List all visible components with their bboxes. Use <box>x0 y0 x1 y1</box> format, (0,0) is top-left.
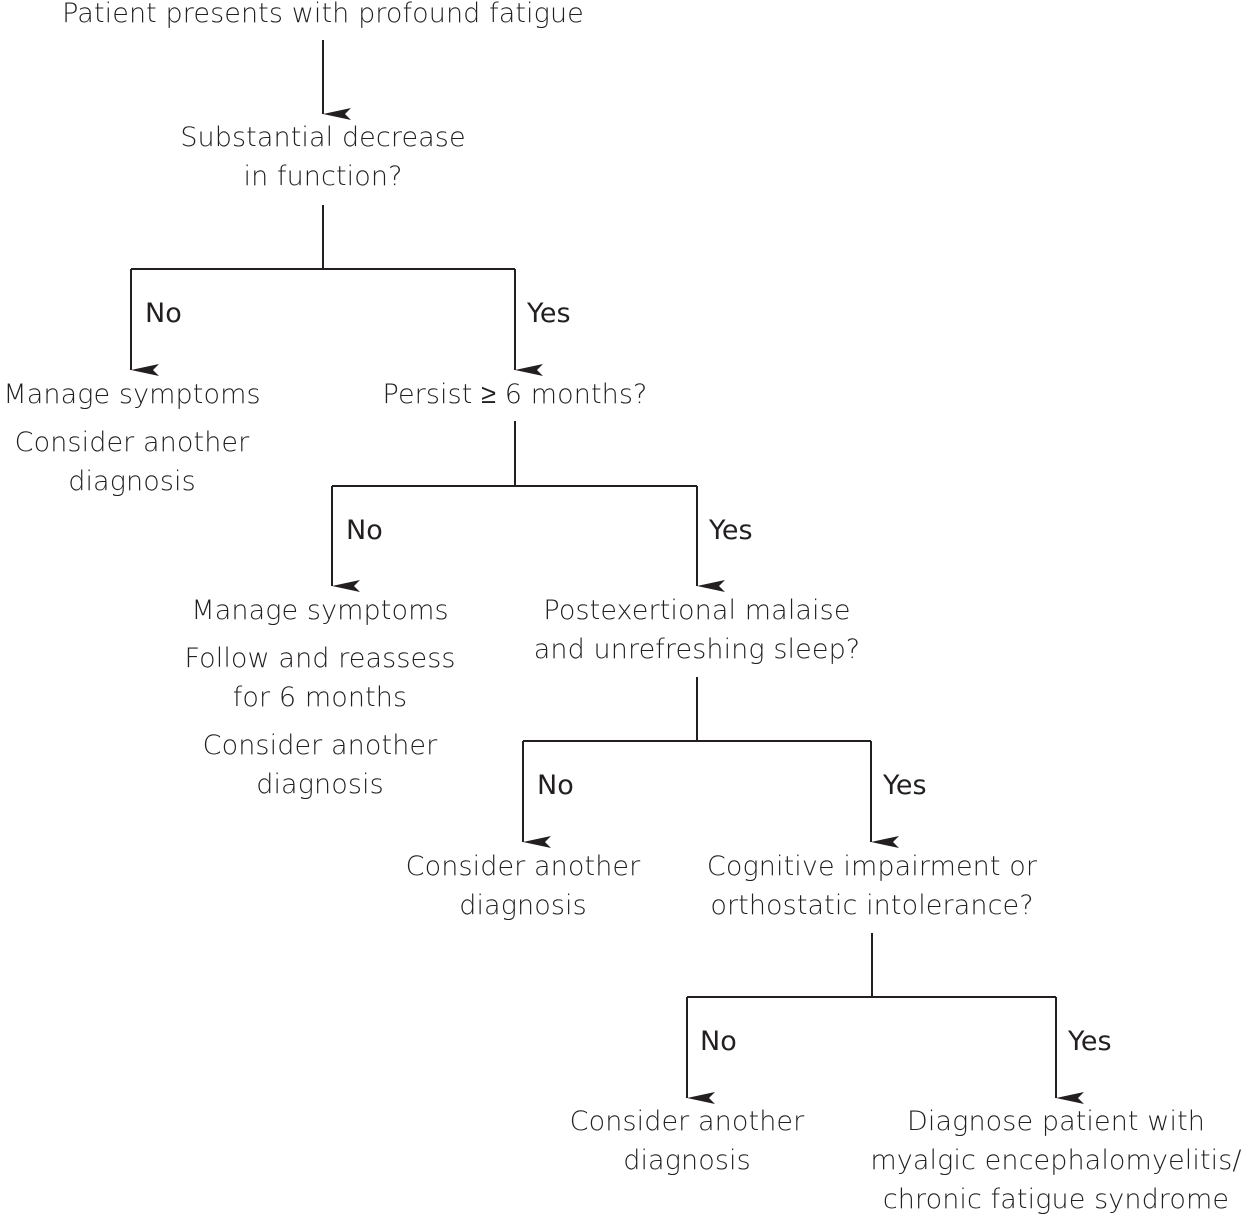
node-text-line: Cognitive impairment or <box>706 851 1038 882</box>
label-q4-no: No <box>700 1026 737 1057</box>
node-text-line: Consider another <box>14 427 250 458</box>
outcome-diagnose-me-cfs: Diagnose patient with myalgic encephalomy… <box>870 1102 1241 1219</box>
label-q1-yes: Yes <box>527 298 571 329</box>
node-text-line: for 6 months <box>232 682 408 713</box>
question-cognitive-impairment: Cognitive impairment or orthostatic intol… <box>707 847 1037 925</box>
label-q2-yes: Yes <box>709 515 753 546</box>
label-q4-yes: Yes <box>1068 1026 1112 1057</box>
outcome-q4-no: Consider another diagnosis <box>570 1102 805 1180</box>
node-text-line: Manage symptoms <box>3 379 261 410</box>
node-text-line: diagnosis <box>256 769 384 800</box>
node-text-line: diagnosis <box>459 890 587 921</box>
node-text-line: myalgic encephalomyelitis/ <box>870 1145 1242 1176</box>
label-q1-no: No <box>145 298 182 329</box>
node-text-line: diagnosis <box>623 1145 751 1176</box>
question-substantial-decrease: Substantial decrease in function? <box>180 118 465 196</box>
label-q3-yes: Yes <box>883 770 927 801</box>
label-q2-no: No <box>346 515 383 546</box>
question-postexertional-malaise: Postexertional malaise and unrefreshing s… <box>534 591 860 669</box>
line-gap <box>3 414 260 423</box>
node-text-line: and unrefreshing sleep? <box>533 634 861 665</box>
line-gap <box>184 630 455 639</box>
node-text-line: Manage symptoms <box>191 595 449 626</box>
node-text-line: Consider another <box>405 851 641 882</box>
label-q3-no: No <box>537 770 574 801</box>
node-text-line: Consider another <box>202 730 438 761</box>
node-text-line: orthostatic intolerance? <box>710 890 1034 921</box>
question-persist-6-months: Persist ≥ 6 months? <box>383 375 648 414</box>
node-text-line: Follow and reassess <box>184 643 456 674</box>
outcome-q3-no: Consider another diagnosis <box>406 847 641 925</box>
node-text-line: Persist ≥ 6 months? <box>382 379 648 410</box>
line-gap <box>184 717 455 726</box>
node-text-line: Substantial decrease <box>180 122 466 153</box>
start-node: Patient presents with profound fatigue <box>62 0 584 33</box>
node-text-line: Postexertional malaise <box>543 595 851 626</box>
node-text-line: Patient presents with profound fatigue <box>62 0 584 29</box>
node-text-line: Consider another <box>569 1106 805 1137</box>
node-text-line: chronic fatigue syndrome <box>882 1184 1230 1215</box>
node-text-line: diagnosis <box>68 466 196 497</box>
node-text-line: in function? <box>243 161 403 192</box>
node-text-line: Diagnose patient with <box>907 1106 1205 1137</box>
